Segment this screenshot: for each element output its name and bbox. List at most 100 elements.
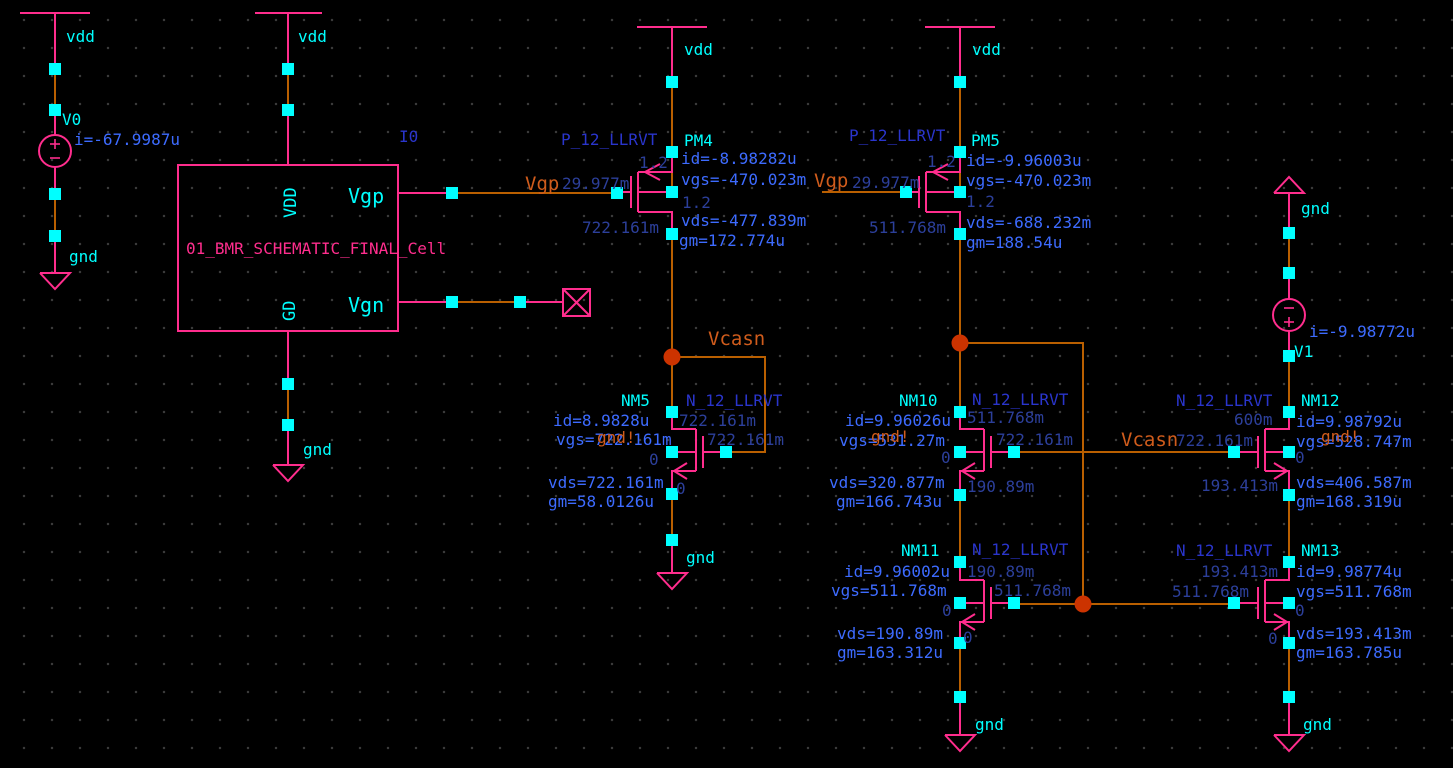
pin-square[interactable] [1283, 691, 1295, 703]
pin-square[interactable] [282, 104, 294, 116]
annotation-pm4-gm: gm=172.774u [679, 231, 785, 250]
pin-square[interactable] [282, 419, 294, 431]
net-label-gnd-blockcol[interactable]: gnd [303, 440, 332, 459]
pin-square[interactable] [954, 186, 966, 198]
instance-label-nm13[interactable]: NM13 [1301, 541, 1340, 560]
instance-label-nm11[interactable]: NM11 [901, 541, 940, 560]
pin-square[interactable] [954, 556, 966, 568]
pin-square[interactable] [954, 406, 966, 418]
pin-square[interactable] [954, 228, 966, 240]
transistor-pm5[interactable] [905, 152, 961, 234]
nmos-symbol-line [1265, 621, 1290, 643]
pin-square[interactable] [1228, 446, 1240, 458]
pin-square[interactable] [1228, 597, 1240, 609]
net-label-vdd-blockcol[interactable]: vdd [298, 27, 327, 46]
pin-square[interactable] [49, 104, 61, 116]
net-label-gnd-nm12-bulk[interactable]: gnd! [1321, 427, 1360, 446]
pin-square[interactable] [954, 597, 966, 609]
pin-square[interactable] [720, 446, 732, 458]
annotation-pm4-vgs: vgs=-470.023m [681, 170, 806, 189]
annotation-nm13-id: id=9.98774u [1296, 562, 1402, 581]
pin-square[interactable] [1283, 227, 1295, 239]
pin-square[interactable] [1283, 446, 1295, 458]
nmos-symbol-line [672, 462, 688, 480]
gnd-symbol[interactable] [1273, 175, 1307, 194]
pin-square[interactable] [954, 446, 966, 458]
net-label-vdd-pm4col[interactable]: vdd [684, 40, 713, 59]
pin-square[interactable] [1283, 637, 1295, 649]
instance-label-nm5[interactable]: NM5 [621, 391, 650, 410]
pin-square[interactable] [666, 446, 678, 458]
gnd-symbol[interactable] [272, 464, 306, 483]
net-label-gnd-nm5-bulk[interactable]: gnd! [597, 428, 636, 447]
block-outline[interactable] [177, 164, 399, 332]
gnd-symbol[interactable] [1273, 734, 1307, 753]
instance-label-v1[interactable]: V1 [1294, 342, 1313, 361]
net-label-gnd-nm11col[interactable]: gnd [975, 715, 1004, 734]
gnd-symbol[interactable] [656, 572, 690, 591]
net-label-vdd-pm5col[interactable]: vdd [972, 40, 1001, 59]
pin-square[interactable] [282, 378, 294, 390]
net-label-gnd-v0col[interactable]: gnd [69, 247, 98, 266]
pin-square[interactable] [1283, 556, 1295, 568]
pin-square[interactable] [1283, 406, 1295, 418]
instance-label-pm5[interactable]: PM5 [971, 131, 1000, 150]
gnd-symbol[interactable] [944, 734, 978, 753]
pin-square[interactable] [666, 534, 678, 546]
pin-square[interactable] [282, 63, 294, 75]
pin-square[interactable] [611, 187, 623, 199]
pin-square[interactable] [666, 186, 678, 198]
net-label-vdd-v0col[interactable]: vdd [66, 27, 95, 46]
pin-square[interactable] [666, 488, 678, 500]
pin-square[interactable] [1008, 597, 1020, 609]
voltage-source-v1[interactable] [1272, 298, 1306, 332]
instance-label-v0[interactable]: V0 [62, 110, 81, 129]
block-instance[interactable]: 01_BMR_SCHEMATIC_FINAL_Cell VDD GD Vgp V… [177, 164, 446, 332]
net-label-gnd-v1col[interactable]: gnd [1301, 199, 1330, 218]
net-label-vgp-1[interactable]: Vgp [525, 173, 559, 195]
instance-label-nm10[interactable]: NM10 [899, 391, 938, 410]
transistor-nm13[interactable] [1236, 563, 1290, 643]
net-label-vcasn-1[interactable]: Vcasn [708, 328, 765, 350]
pin-square[interactable] [49, 188, 61, 200]
pin-square[interactable] [666, 76, 678, 88]
wire-segment[interactable] [672, 356, 766, 453]
pin-square[interactable] [1283, 267, 1295, 279]
pin-square[interactable] [954, 489, 966, 501]
voltage-source-v0[interactable] [38, 134, 72, 168]
gnd-symbol[interactable] [39, 272, 73, 291]
pin-square[interactable] [954, 691, 966, 703]
pin-square[interactable] [954, 146, 966, 158]
net-label-gnd-nm10-bulk[interactable]: gnd! [871, 427, 910, 446]
pin-square[interactable] [666, 146, 678, 158]
pin-square[interactable] [954, 76, 966, 88]
pin-square[interactable] [446, 296, 458, 308]
net-label-gnd-nm13col[interactable]: gnd [1303, 715, 1332, 734]
transistor-pm4[interactable] [617, 152, 673, 234]
instance-label-nm12[interactable]: NM12 [1301, 391, 1340, 410]
block-title[interactable]: 01_BMR_SCHEMATIC_FINAL_Cell [186, 239, 446, 258]
pin-square[interactable] [1008, 446, 1020, 458]
pin-square[interactable] [900, 186, 912, 198]
pin-square[interactable] [514, 296, 526, 308]
wire-segment[interactable] [960, 342, 1084, 604]
instance-label-pm4[interactable]: PM4 [684, 131, 713, 150]
net-label-gnd-nm5col[interactable]: gnd [686, 548, 715, 567]
pin-square[interactable] [1283, 350, 1295, 362]
pin-square[interactable] [954, 637, 966, 649]
pin-square[interactable] [1283, 597, 1295, 609]
net-label-vgp-2[interactable]: Vgp [814, 170, 848, 192]
net-label-vcasn-2[interactable]: Vcasn [1121, 429, 1178, 451]
pin-square[interactable] [1283, 489, 1295, 501]
pin-square[interactable] [49, 230, 61, 242]
pin-square[interactable] [666, 228, 678, 240]
pin-square[interactable] [666, 406, 678, 418]
voltage-nm5-drain: 722.161m [679, 411, 756, 430]
noconnect-symbol[interactable] [562, 288, 591, 317]
pin-square[interactable] [446, 187, 458, 199]
voltage-nm11-source: 0 [963, 628, 973, 647]
pin-square[interactable] [49, 63, 61, 75]
transistor-nm11[interactable] [959, 563, 1013, 643]
instance-label-i0[interactable]: I0 [399, 127, 418, 146]
